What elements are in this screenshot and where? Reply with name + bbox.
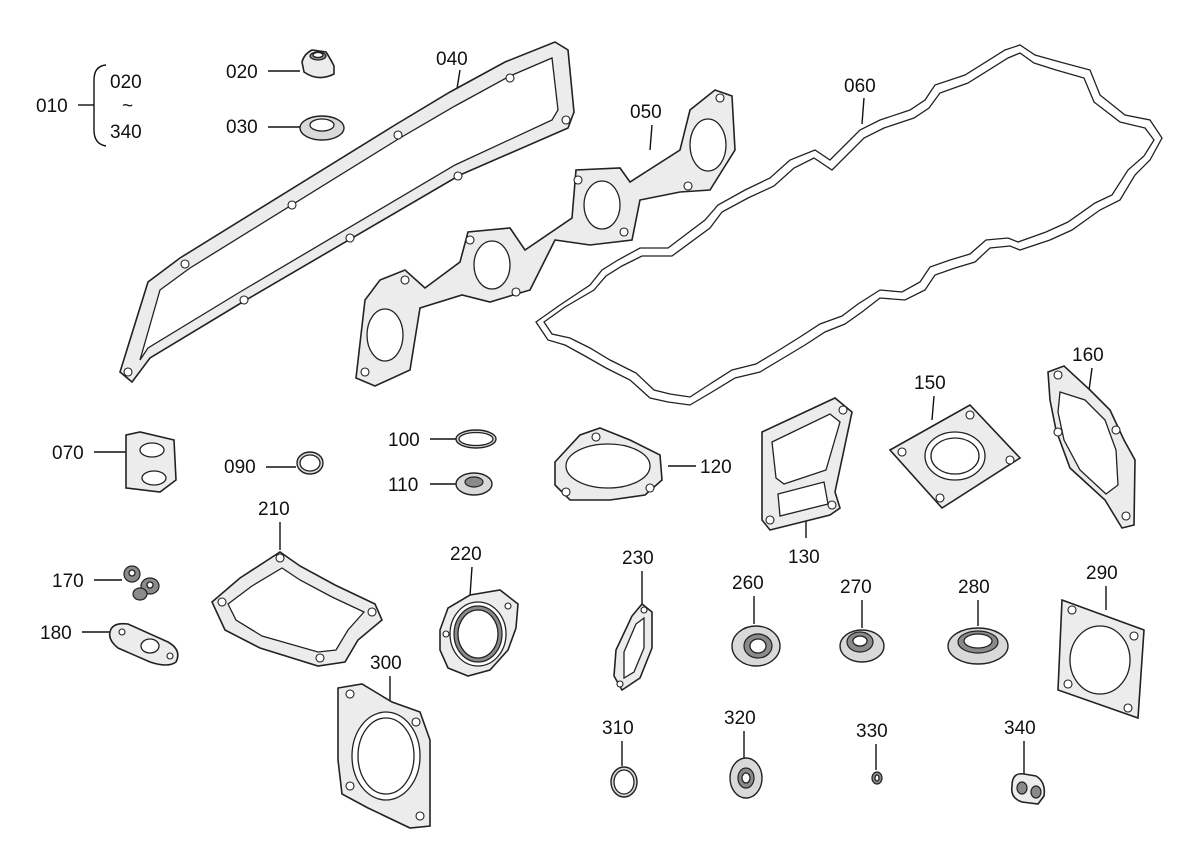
label-260: 260 [732, 573, 764, 594]
part-290-square-gasket: 290 [1057, 563, 1145, 720]
label-300: 300 [370, 653, 402, 674]
part-030-oil-seal: 030 [226, 115, 345, 141]
label-range-top: 020 [110, 72, 142, 93]
part-020-valve-seal: 020 [226, 49, 335, 83]
label-310: 310 [602, 718, 634, 739]
part-090-o-ring: 090 [224, 451, 324, 478]
label-170: 170 [52, 571, 84, 592]
part-220-housing-gasket: 220 [439, 544, 519, 677]
label-110: 110 [388, 475, 418, 496]
label-320: 320 [724, 708, 756, 729]
part-110-seal: 110 [388, 472, 493, 496]
part-100-o-ring: 100 [388, 429, 497, 451]
part-050-manifold-gasket: 050 [355, 89, 736, 387]
part-120-flange-gasket: 120 [554, 427, 732, 501]
part-170-bolts: 170 [52, 565, 160, 601]
label-290: 290 [1086, 563, 1118, 584]
label-050: 050 [630, 102, 662, 123]
part-040-long-gasket: 040 [119, 41, 575, 384]
label-130: 130 [788, 547, 820, 568]
part-150-flange-gasket: 150 [888, 373, 1022, 510]
label-010: 010 [36, 96, 68, 117]
label-range-sep: ~ [122, 96, 133, 117]
part-130-cover-gasket: 130 [761, 397, 853, 568]
part-320-seal: 320 [724, 708, 763, 799]
label-090: 090 [224, 457, 256, 478]
label-330: 330 [856, 721, 888, 742]
label-070: 070 [52, 443, 84, 464]
label-100: 100 [388, 430, 420, 451]
label-060: 060 [844, 76, 876, 97]
part-310-o-ring: 310 [602, 718, 638, 798]
part-160-tall-gasket: 160 [1047, 345, 1136, 529]
part-060-cover-gasket: 060 [535, 44, 1163, 406]
label-020: 020 [226, 62, 258, 83]
part-260-seal: 260 [731, 573, 781, 667]
part-070-washer-pair: 070 [52, 431, 177, 493]
label-030: 030 [226, 117, 258, 138]
label-180: 180 [40, 623, 72, 644]
label-270: 270 [840, 577, 872, 598]
part-230-small-gasket: 230 [613, 548, 654, 692]
label-range-bottom: 340 [110, 122, 142, 143]
label-210: 210 [258, 499, 290, 520]
label-150: 150 [914, 373, 946, 394]
label-340: 340 [1004, 718, 1036, 739]
label-280: 280 [958, 577, 990, 598]
callout-010: 010 020 ~ 340 [36, 64, 142, 147]
part-180-oval-gasket: 180 [40, 622, 179, 666]
label-160: 160 [1072, 345, 1104, 366]
part-300-flange-gasket: 300 [337, 653, 431, 829]
label-040: 040 [436, 49, 468, 70]
label-230: 230 [622, 548, 654, 569]
part-280-seal: 280 [947, 577, 1009, 665]
part-210-gasket: 210 [211, 499, 383, 667]
part-340-clip: 340 [1004, 718, 1046, 805]
label-120: 120 [700, 457, 732, 478]
label-220: 220 [450, 544, 482, 565]
part-270-seal: 270 [839, 577, 885, 663]
part-330-small-ring: 330 [856, 721, 888, 785]
